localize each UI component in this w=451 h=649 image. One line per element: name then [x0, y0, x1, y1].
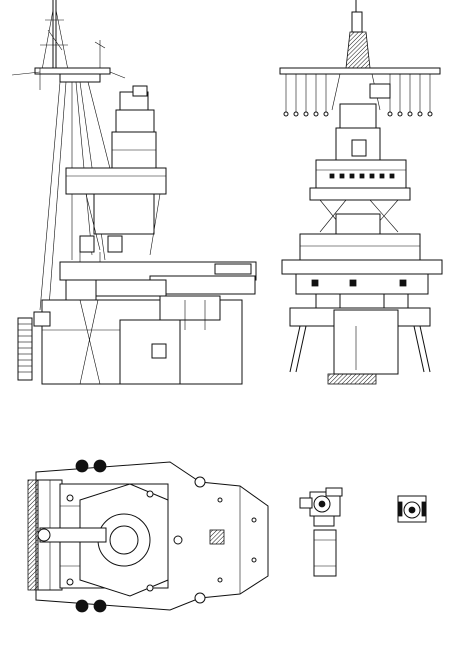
- main-director: [111, 85, 157, 171]
- bridge-deck: [59, 252, 257, 303]
- front-elevation-view: [279, 0, 443, 385]
- upper-platform: [65, 167, 167, 256]
- main-mast: [11, 0, 126, 90]
- front-bracing: [299, 187, 421, 261]
- hatch-square: [209, 529, 225, 545]
- side-elevation-view: [11, 0, 257, 385]
- director-side-view: [299, 487, 343, 577]
- director-pedestal: [313, 529, 337, 577]
- front-mast: [345, 0, 371, 69]
- front-lower-body: [289, 307, 431, 385]
- side-ladder: [17, 317, 33, 381]
- lower-superstructure: [33, 295, 243, 385]
- front-bridge-wings: [281, 259, 443, 309]
- yardarm-antennas: [279, 67, 441, 117]
- director-front-view: [397, 495, 427, 523]
- plan-view: [27, 459, 269, 613]
- front-director-tower: [315, 103, 407, 189]
- corner-fixture: [75, 459, 89, 473]
